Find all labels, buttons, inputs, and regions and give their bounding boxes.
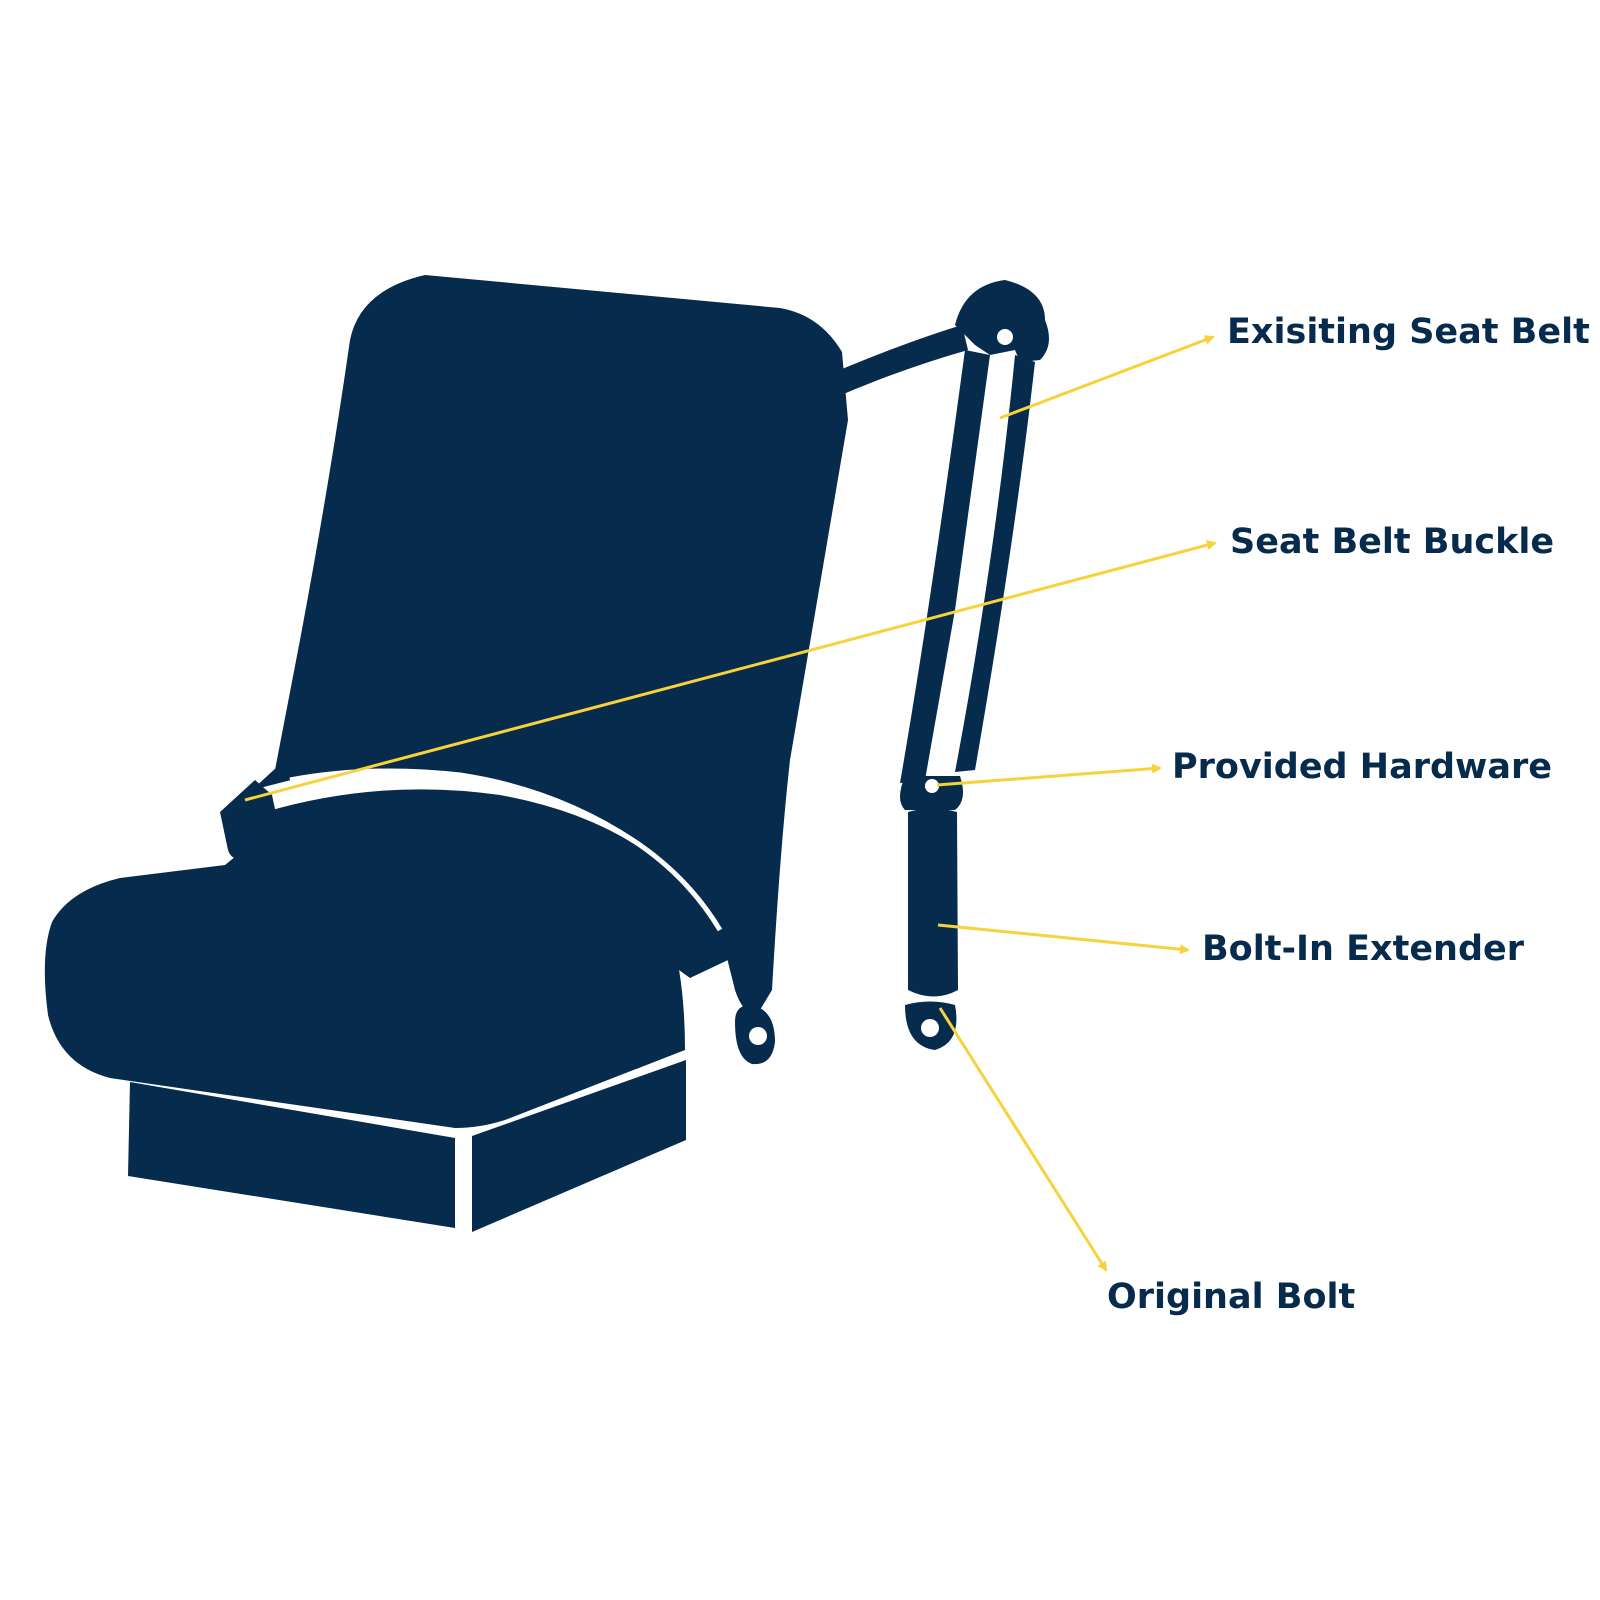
seat-seam-line [289, 768, 723, 932]
callout-line-original-bolt [938, 1007, 1108, 1272]
seat-base-front [128, 1082, 455, 1228]
seat-base-side [472, 1060, 686, 1232]
cushion-anchor-hole [749, 1027, 767, 1045]
shoulder-anchor [955, 280, 1049, 362]
label-bolt-in-extender: Bolt-In Extender [1202, 929, 1525, 969]
shoulder-belt [252, 325, 968, 790]
bolt-hole [921, 1019, 939, 1037]
lap-belt [265, 789, 752, 978]
hardware-hole [925, 779, 939, 793]
seat-illustration [44, 275, 1049, 1232]
seat-belt-buckle [220, 780, 282, 859]
callout-line-existing-seat-belt [999, 335, 1215, 420]
white-details [289, 329, 1013, 1045]
bolt-in-extender [908, 808, 958, 997]
callout-line-seat-belt-buckle [244, 540, 1217, 802]
label-seat-belt-buckle: Seat Belt Buckle [1230, 522, 1555, 562]
callout-line-bolt-in-extender [937, 923, 1190, 955]
label-original-bolt: Original Bolt [1107, 1277, 1356, 1317]
anchor-hole [997, 329, 1013, 345]
label-existing-seat-belt: Exisiting Seat Belt [1227, 312, 1590, 352]
seat-cushion [44, 799, 686, 1128]
label-provided-hardware: Provided Hardware [1172, 747, 1552, 787]
callout-lines [244, 335, 1217, 1272]
existing-seat-belt-webbing [900, 350, 1035, 783]
callout-line-provided-hardware [936, 763, 1162, 787]
